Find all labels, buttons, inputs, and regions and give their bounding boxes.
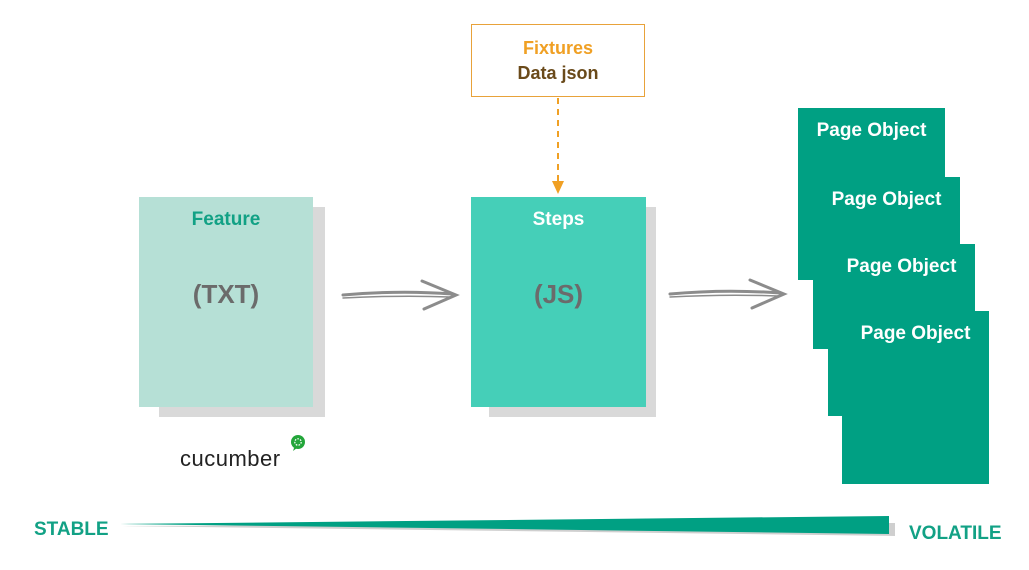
fixtures-subtitle: Data json (517, 63, 599, 83)
cucumber-logo-text: cucumber (180, 446, 281, 471)
volatile-label: VOLATILE (909, 523, 1002, 544)
feature-format: (TXT) (192, 279, 260, 309)
page-object-label: Page Object (831, 189, 942, 210)
arrow-feature-to-steps (341, 279, 460, 311)
feature-title: Feature (191, 209, 261, 230)
stability-scale-bar (120, 516, 895, 536)
steps-format: (JS) (533, 279, 584, 309)
steps-card: Steps (JS) (471, 197, 646, 407)
page-object-label: Page Object (846, 256, 957, 277)
fixtures-box: Fixtures Data json (471, 24, 645, 97)
feature-card: Feature (TXT) (139, 197, 313, 407)
steps-title: Steps (532, 209, 585, 230)
page-object-label: Page Object (816, 120, 927, 141)
arrow-steps-to-page-objects (668, 278, 788, 310)
stable-label: STABLE (34, 519, 109, 540)
cucumber-logo-icon (291, 435, 305, 451)
page-object-label: Page Object (860, 323, 971, 344)
page-object-card-4: Page Object (842, 311, 989, 484)
fixtures-title: Fixtures (522, 38, 594, 58)
fixtures-connector-arrowhead (552, 181, 564, 194)
